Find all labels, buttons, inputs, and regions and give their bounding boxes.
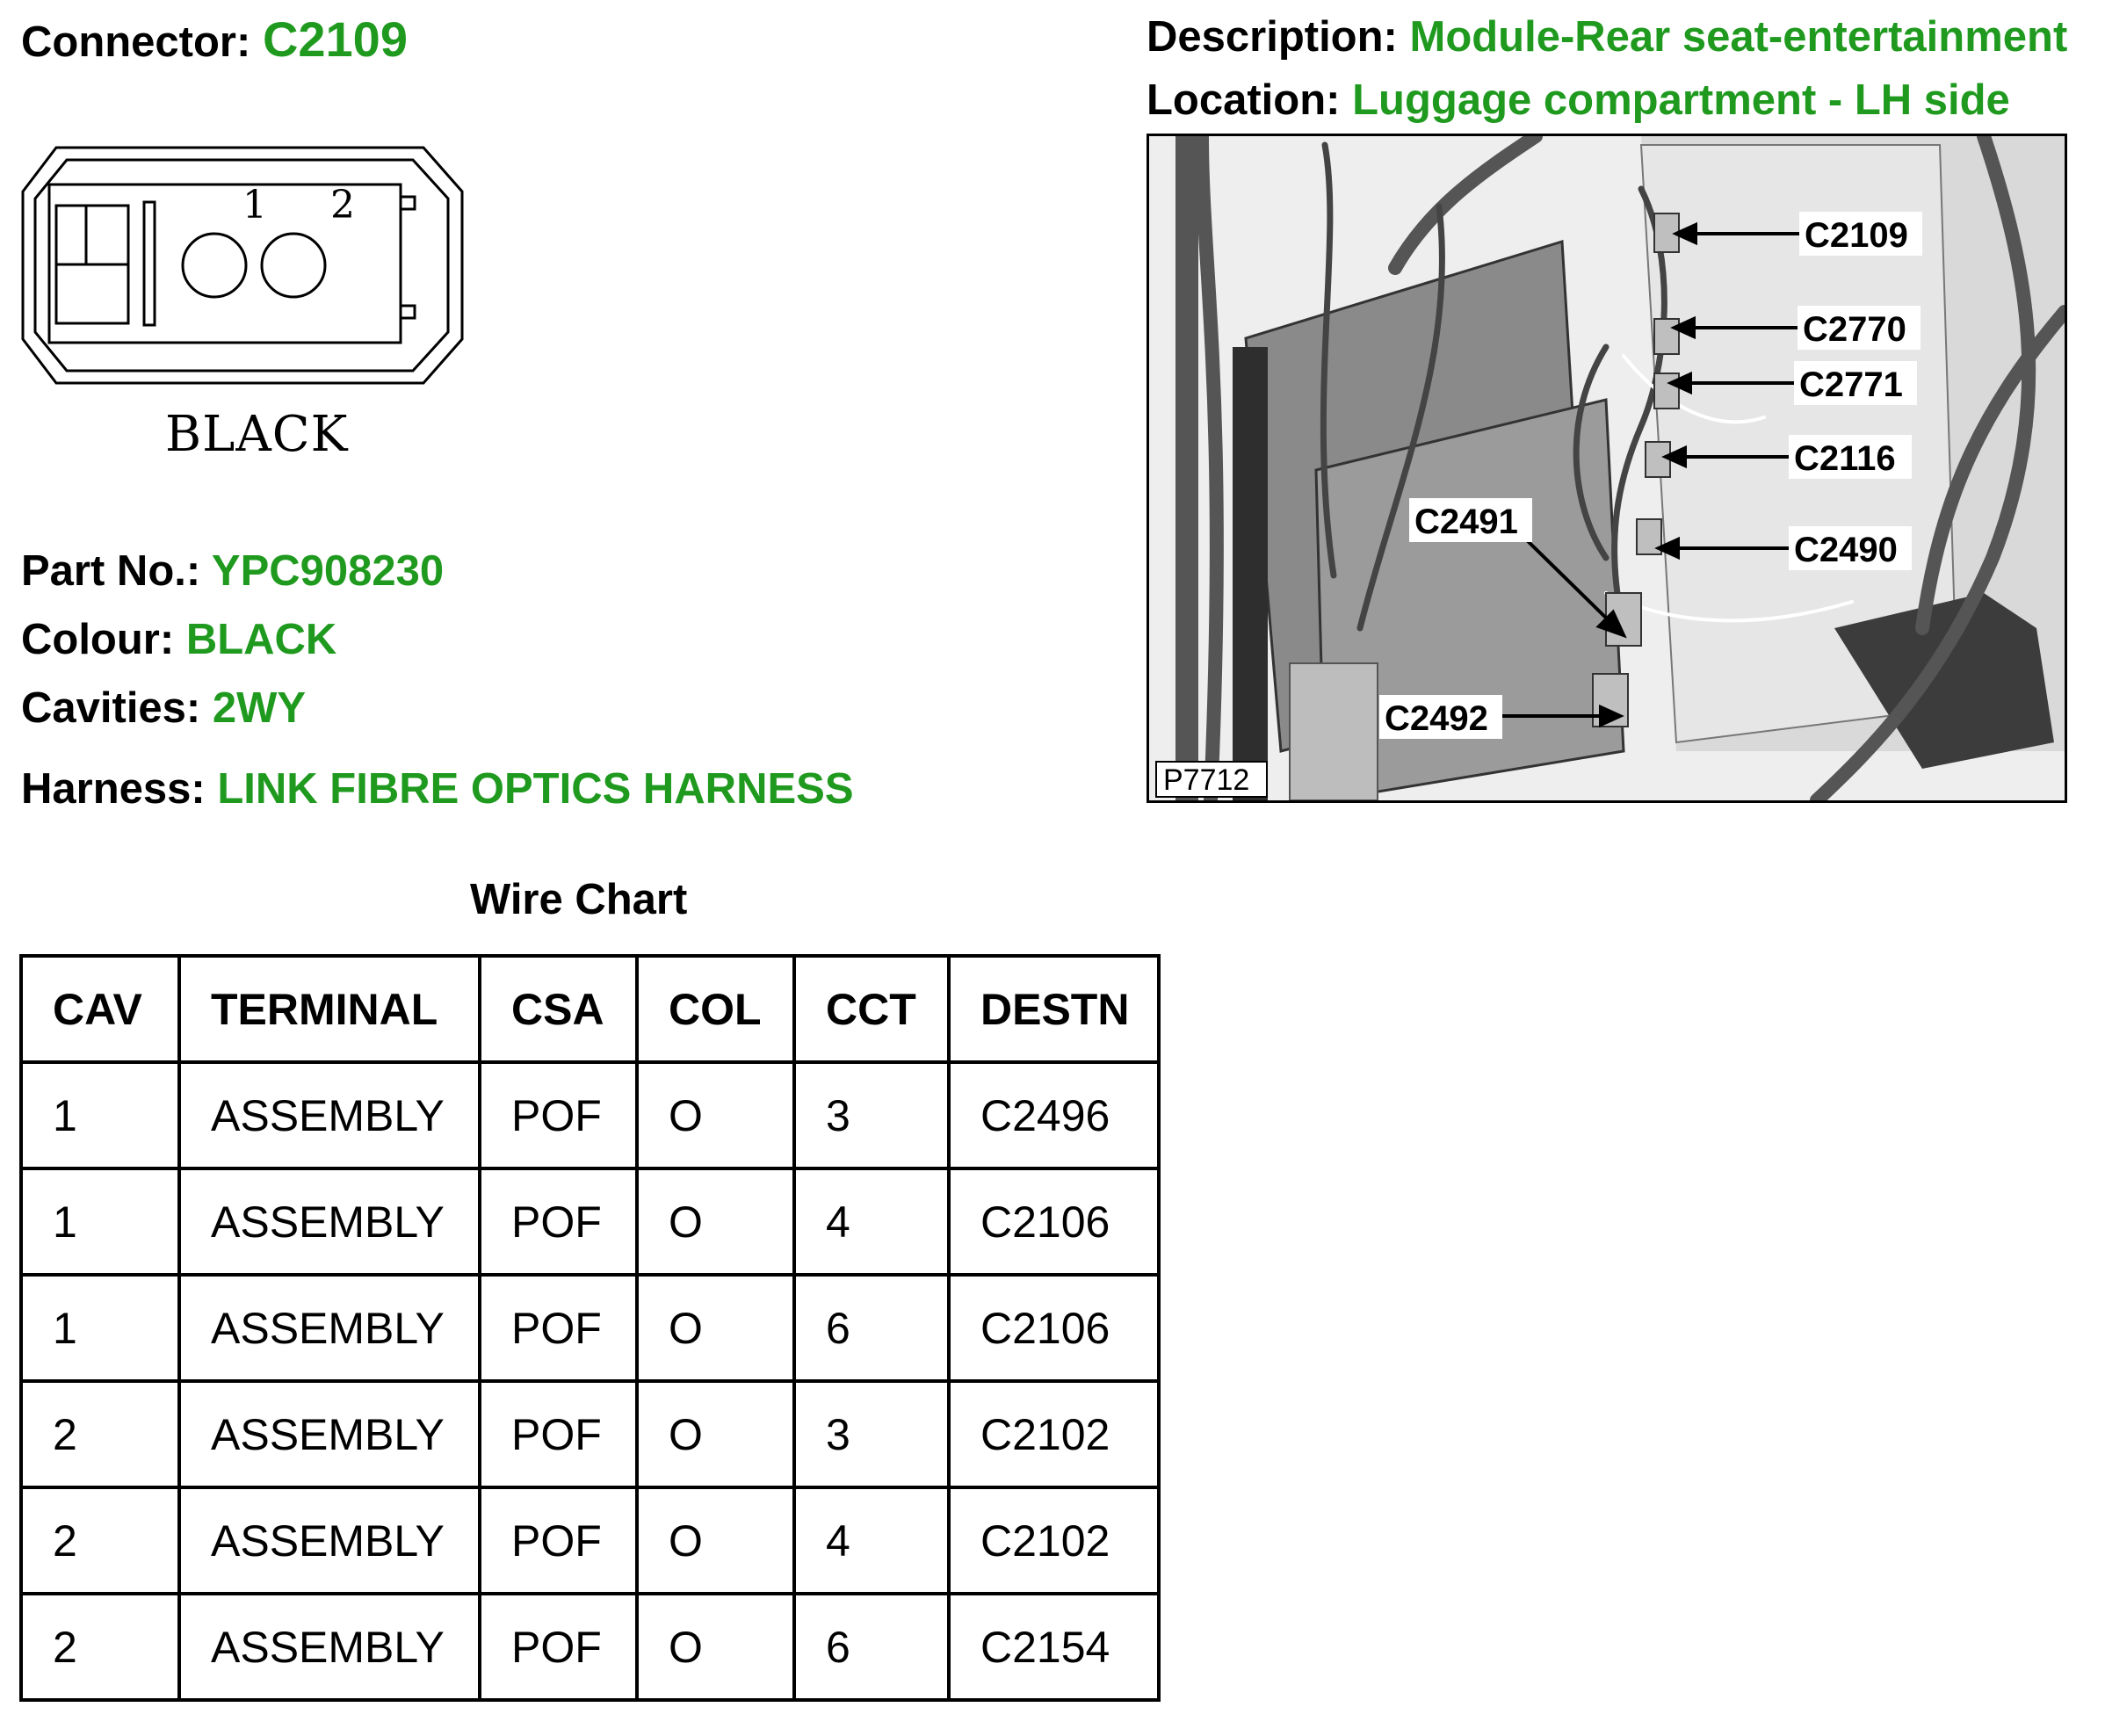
- cell-cav: 1: [19, 1273, 181, 1383]
- photo-reference: P7712: [1163, 763, 1249, 797]
- location-photo-illustration: C2109 C2770 C2771 C2116 C2490 C2491 C249…: [1149, 136, 2065, 800]
- location-photo: C2109 C2770 C2771 C2116 C2490 C2491 C249…: [1147, 134, 2067, 803]
- cell-csa: POF: [478, 1379, 639, 1489]
- description-line: Description: Module-Rear seat-entertainm…: [1147, 12, 2067, 61]
- location-label: Location:: [1147, 76, 1341, 124]
- harness-value: LINK FIBRE OPTICS HARNESS: [217, 765, 854, 813]
- part-no-line: Part No.: YPC908230: [21, 546, 444, 596]
- connector-outer-shell: [21, 146, 464, 385]
- cell-col: O: [635, 1273, 796, 1383]
- cell-csa: POF: [478, 1592, 639, 1702]
- table-row: 1 ASSEMBLY POF O 6 C2106: [19, 1273, 1161, 1383]
- callout-c2116: C2116: [1794, 439, 1896, 478]
- part-no-value: YPC908230: [211, 547, 445, 595]
- description-value: Module-Rear seat-entertainment: [1409, 13, 2068, 61]
- cell-cct: 4: [792, 1486, 951, 1595]
- callout-c2491: C2491: [1414, 503, 1518, 541]
- cell-destn: C2102: [947, 1379, 1161, 1489]
- col-terminal: TERMINAL: [177, 954, 481, 1064]
- connector-face-diagram: 1 2: [21, 146, 464, 385]
- cell-destn: C2496: [947, 1060, 1161, 1170]
- cell-csa: POF: [478, 1167, 639, 1277]
- cell-destn: C2102: [947, 1486, 1161, 1595]
- cavity-1: [181, 232, 248, 299]
- table-row: 1 ASSEMBLY POF O 4 C2106: [19, 1167, 1161, 1277]
- harness-label: Harness:: [21, 765, 206, 813]
- cell-terminal: ASSEMBLY: [177, 1273, 481, 1383]
- cavities-value: 2WY: [212, 684, 307, 732]
- connector-inner-shell: [33, 158, 450, 373]
- cell-col: O: [635, 1060, 796, 1170]
- part-no-label: Part No.:: [21, 547, 201, 595]
- description-label: Description:: [1147, 13, 1398, 61]
- cell-destn: C2154: [947, 1592, 1161, 1702]
- cell-destn: C2106: [947, 1273, 1161, 1383]
- cavity-2: [260, 232, 327, 299]
- colour-value: BLACK: [185, 616, 337, 663]
- cell-terminal: ASSEMBLY: [177, 1592, 481, 1702]
- cell-cav: 2: [19, 1592, 181, 1702]
- location-line: Location: Luggage compartment - LH side: [1147, 76, 2010, 125]
- table-row: 1 ASSEMBLY POF O 3 C2496: [19, 1060, 1161, 1170]
- cell-cav: 2: [19, 1486, 181, 1595]
- callout-c2109: C2109: [1805, 216, 1908, 255]
- col-cav: CAV: [19, 954, 181, 1064]
- table-row: 2 ASSEMBLY POF O 4 C2102: [19, 1486, 1161, 1595]
- cavities-label: Cavities:: [21, 684, 201, 732]
- cell-cav: 2: [19, 1379, 181, 1489]
- colour-label: Colour:: [21, 616, 175, 663]
- pin-2-label: 2: [330, 183, 355, 228]
- cell-col: O: [635, 1379, 796, 1489]
- cell-col: O: [635, 1486, 796, 1595]
- cell-cct: 4: [792, 1167, 951, 1277]
- col-col: COL: [635, 954, 796, 1064]
- cell-col: O: [635, 1592, 796, 1702]
- colour-line: Colour: BLACK: [21, 615, 336, 664]
- callout-c2771: C2771: [1799, 365, 1903, 404]
- col-csa: CSA: [478, 954, 639, 1064]
- cell-cct: 6: [792, 1592, 951, 1702]
- harness-line: Harness: LINK FIBRE OPTICS HARNESS: [21, 764, 854, 814]
- pin-1-label: 1: [242, 183, 267, 228]
- cell-csa: POF: [478, 1486, 639, 1595]
- col-destn: DESTN: [947, 954, 1161, 1064]
- location-value: Luggage compartment - LH side: [1352, 76, 2010, 124]
- wire-chart-title: Wire Chart: [470, 876, 688, 923]
- wire-chart-table: CAV TERMINAL CSA COL CCT DESTN 1 ASSEMBL…: [19, 954, 1161, 1702]
- cell-terminal: ASSEMBLY: [177, 1060, 481, 1170]
- table-header-row: CAV TERMINAL CSA COL CCT DESTN: [19, 954, 1161, 1064]
- col-cct: CCT: [792, 954, 951, 1064]
- cell-csa: POF: [478, 1060, 639, 1170]
- cell-cct: 3: [792, 1379, 951, 1489]
- cell-cav: 1: [19, 1167, 181, 1277]
- callout-c2492: C2492: [1385, 699, 1488, 738]
- cell-terminal: ASSEMBLY: [177, 1167, 481, 1277]
- connector-label: Connector:: [21, 18, 251, 66]
- callout-c2490: C2490: [1794, 531, 1898, 569]
- cell-cct: 3: [792, 1060, 951, 1170]
- cell-terminal: ASSEMBLY: [177, 1379, 481, 1489]
- connector-id: C2109: [262, 11, 408, 67]
- cell-csa: POF: [478, 1273, 639, 1383]
- cell-cct: 6: [792, 1273, 951, 1383]
- cavities-line: Cavities: 2WY: [21, 684, 306, 733]
- connector-heading: Connector: C2109: [21, 11, 408, 68]
- cell-destn: C2106: [947, 1167, 1161, 1277]
- connector-colour-text: BLACK: [165, 406, 349, 463]
- cell-terminal: ASSEMBLY: [177, 1486, 481, 1595]
- table-row: 2 ASSEMBLY POF O 6 C2154: [19, 1592, 1161, 1702]
- callout-c2770: C2770: [1803, 310, 1906, 349]
- connector-key-rib: [142, 200, 156, 327]
- cell-col: O: [635, 1167, 796, 1277]
- cell-cav: 1: [19, 1060, 181, 1170]
- table-row: 2 ASSEMBLY POF O 3 C2102: [19, 1379, 1161, 1489]
